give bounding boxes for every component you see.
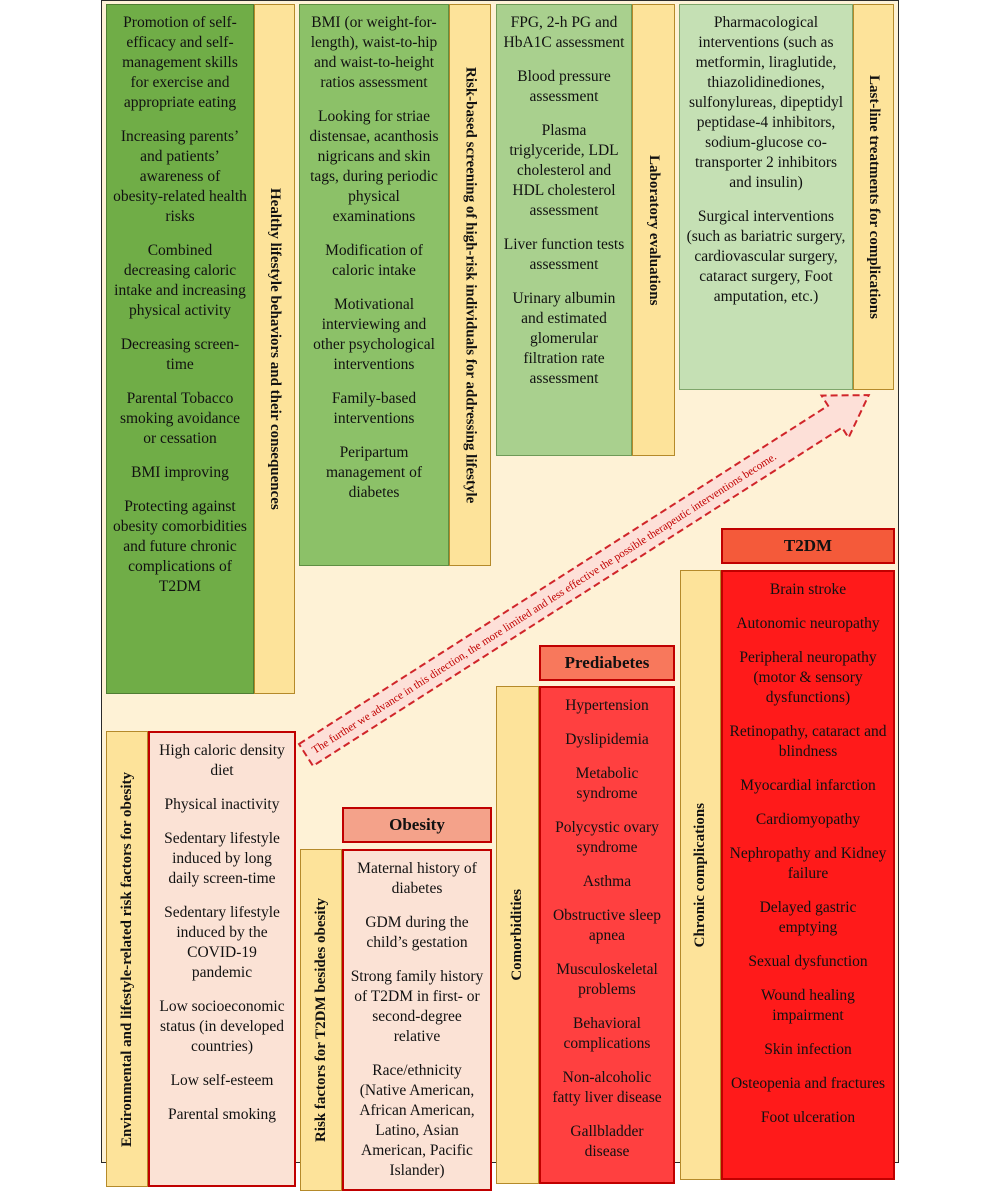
environmental-item: Sedentary lifestyle induced by the COVID…: [164, 904, 280, 981]
comorbidity-item: Hypertension: [565, 697, 649, 714]
environmental-label: Environmental and lifestyle-related risk…: [118, 771, 135, 1147]
comorbidity-item: Musculoskeletal problems: [556, 961, 658, 998]
complication-item: Brain stroke: [769, 581, 847, 598]
comorbidity-item: Non-alcoholic fatty liver disease: [552, 1069, 662, 1106]
complication-item: Autonomic neuropathy: [736, 615, 880, 632]
obesity-title: Obesity: [342, 807, 492, 843]
obesity-item: Race/ethnicity (Native American, African…: [359, 1062, 475, 1179]
healthy-lifestyle-label-bar: Healthy lifestyle behaviors and their co…: [254, 4, 295, 694]
obesity-label-bar: Risk factors for T2DM besides obesity: [300, 849, 342, 1191]
comorbidity-item: Gallbladder disease: [570, 1123, 644, 1160]
screening-item: Family-based interventions: [331, 390, 417, 427]
healthy-item: Decreasing screen-time: [120, 336, 240, 373]
comorbidities-label: Comorbidities: [509, 889, 525, 981]
environmental-item: High caloric density diet: [159, 742, 285, 779]
comorbidities-label-bar: Comorbidities: [496, 686, 539, 1184]
chronic-complications-panel: Brain stroke Autonomic neuropathy Periph…: [721, 570, 895, 1180]
healthy-item: Promotion of self-efficacy and self-mana…: [122, 14, 238, 111]
t2dm-title: T2DM: [721, 528, 895, 564]
screening-item: Modification of caloric intake: [325, 242, 423, 279]
complication-item: Osteopenia and fractures: [730, 1075, 886, 1092]
complication-item: Foot ulceration: [760, 1109, 856, 1126]
complication-item: Peripheral neuropathy (motor & sensory d…: [739, 649, 877, 706]
complication-item: Delayed gastric emptying: [759, 899, 857, 936]
prediabetes-title: Prediabetes: [539, 645, 675, 681]
last-line-item: Surgical interventions (such as bariatri…: [686, 208, 846, 305]
laboratory-label-bar: Laboratory evaluations: [632, 4, 675, 456]
chronic-complications-label: Chronic complications: [692, 802, 708, 948]
obesity-item: Maternal history of diabetes: [357, 860, 477, 897]
healthy-lifestyle-label: Healthy lifestyle behaviors and their co…: [267, 188, 283, 510]
environmental-label-bar: Environmental and lifestyle-related risk…: [106, 731, 148, 1187]
screening-item: Looking for striae distensae, acanthosis…: [309, 108, 439, 225]
screening-item: Peripartum management of diabetes: [326, 444, 422, 501]
last-line-panel: Pharmacological interventions (such as m…: [679, 4, 853, 390]
healthy-item: Protecting against obesity comorbidities…: [113, 498, 247, 595]
environmental-item: Sedentary lifestyle induced by long dail…: [164, 830, 280, 887]
complication-item: Wound healing impairment: [761, 987, 855, 1024]
complication-item: Sexual dysfunction: [748, 953, 868, 970]
laboratory-label: Laboratory evaluations: [646, 154, 662, 306]
lab-item: Liver function tests assessment: [503, 236, 625, 273]
laboratory-panel: FPG, 2-h PG and HbA1C assessment Blood p…: [496, 4, 632, 456]
complication-item: Cardiomyopathy: [755, 811, 861, 828]
comorbidity-item: Metabolic syndrome: [575, 765, 639, 802]
last-line-item: Pharmacological interventions (such as m…: [688, 14, 844, 191]
complication-item: Myocardial infarction: [740, 777, 876, 794]
screening-item: Motivational interviewing and other psyc…: [313, 296, 435, 373]
comorbidity-item: Asthma: [582, 873, 632, 890]
obesity-panel: Maternal history of diabetes GDM during …: [342, 849, 492, 1191]
healthy-item: Parental Tobacco smoking avoidance or ce…: [119, 390, 241, 447]
lab-item: FPG, 2-h PG and HbA1C assessment: [503, 14, 625, 51]
complication-item: Retinopathy, cataract and blindness: [729, 723, 887, 760]
environmental-item: Parental smoking: [167, 1106, 277, 1123]
environmental-item: Low socioeconomic status (in developed c…: [159, 998, 285, 1055]
obesity-item: GDM during the child’s gestation: [365, 914, 469, 951]
screening-panel: BMI (or weight-for-length), waist-to-hip…: [299, 4, 449, 566]
healthy-item: BMI improving: [131, 464, 229, 481]
comorbidities-panel: Hypertension Dyslipidemia Metabolic synd…: [539, 686, 675, 1184]
screening-item: BMI (or weight-for-length), waist-to-hip…: [310, 14, 438, 91]
environmental-panel: High caloric density diet Physical inact…: [148, 731, 296, 1187]
arrow-shape: [297, 394, 871, 768]
lab-item: Urinary albumin and estimated glomerular…: [512, 290, 616, 387]
screening-label: Risk-based screening of high-risk indivi…: [462, 66, 479, 504]
lab-item: Plasma triglyceride, LDL cholesterol and…: [509, 122, 619, 219]
environmental-item: Physical inactivity: [164, 796, 280, 813]
obesity-title-text: Obesity: [389, 815, 445, 834]
obesity-risk-label: Risk factors for T2DM besides obesity: [312, 897, 329, 1143]
last-line-label: Last-line treatments for complications: [866, 75, 882, 319]
last-line-label-bar: Last-line treatments for complications: [853, 4, 894, 390]
environmental-item: Low self-esteem: [170, 1072, 274, 1089]
obesity-item: Strong family history of T2DM in first- …: [350, 968, 484, 1045]
lab-item: Blood pressure assessment: [517, 68, 611, 105]
t2dm-title-text: T2DM: [783, 536, 833, 555]
prediabetes-title-text: Prediabetes: [564, 653, 650, 672]
comorbidity-item: Behavioral complications: [563, 1015, 651, 1052]
complication-item: Nephropathy and Kidney failure: [729, 845, 887, 882]
healthy-item: Combined decreasing caloric intake and i…: [114, 242, 246, 319]
comorbidity-item: Obstructive sleep apnea: [552, 907, 662, 944]
chronic-complications-label-bar: Chronic complications: [680, 570, 721, 1180]
screening-label-bar: Risk-based screening of high-risk indivi…: [449, 4, 491, 566]
complication-item: Skin infection: [764, 1041, 852, 1058]
healthy-lifestyle-panel: Promotion of self-efficacy and self-mana…: [106, 4, 254, 694]
comorbidity-item: Polycystic ovary syndrome: [555, 819, 659, 856]
comorbidity-item: Dyslipidemia: [565, 731, 649, 748]
healthy-item: Increasing parents’ and patients’ awaren…: [113, 128, 247, 225]
